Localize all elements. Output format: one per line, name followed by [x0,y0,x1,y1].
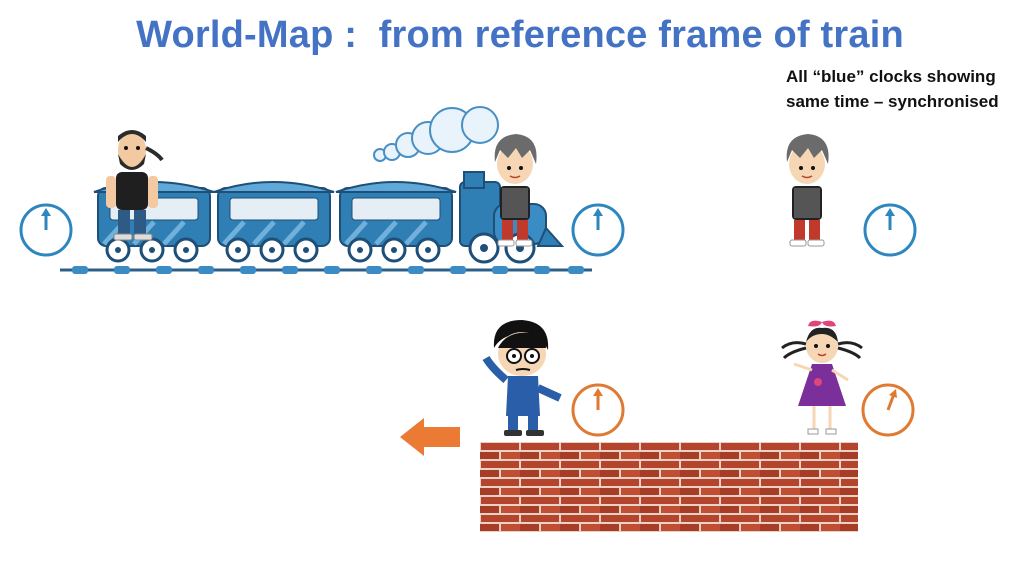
professor-figure [482,320,562,436]
clock-note-line-2: same time – synchronised [786,92,999,111]
orange-clock-icon [861,383,915,437]
bearded-man-figure [106,130,164,241]
clock-note-line-1: All “blue” clocks showing [786,67,996,86]
orange-clock-icon [571,383,625,437]
boy-standing-figure [786,134,829,247]
blue-clock-icon [571,203,625,257]
left-arrow-icon [400,418,460,456]
slide-title: World-Map : from reference frame of trai… [136,14,904,56]
brick-wall-illustration [480,442,858,532]
clock-note: All “blue” clocks showing same time – sy… [786,64,1022,114]
blue-clock-icon [19,203,73,257]
girl-figure [781,320,863,435]
blue-clock-icon [863,203,917,257]
boy-on-train-figure [494,134,537,247]
railway-track [60,266,592,274]
